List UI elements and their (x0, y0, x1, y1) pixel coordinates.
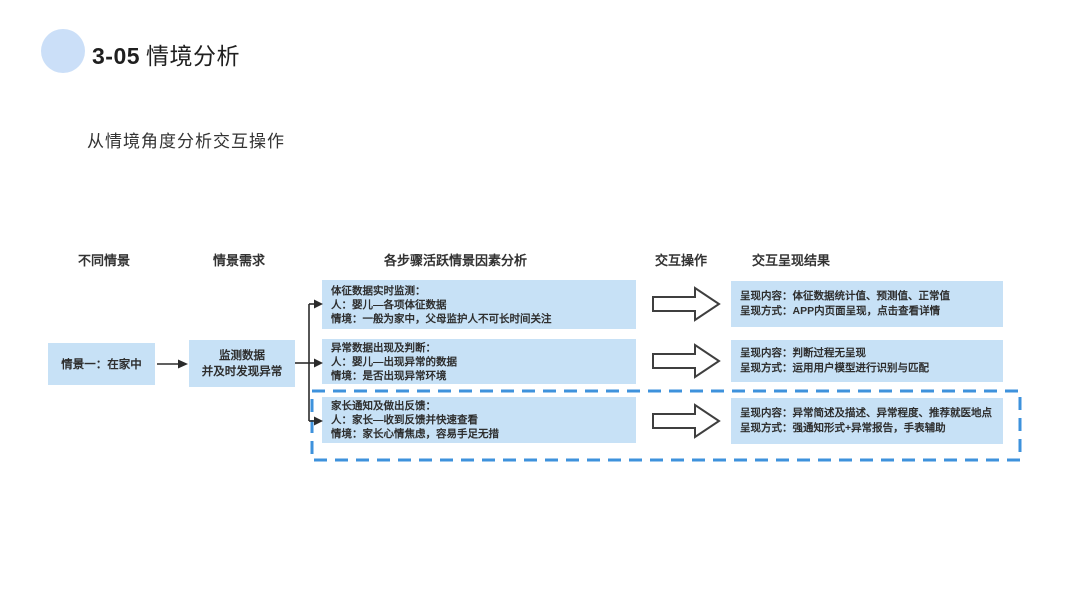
factor-box-monitoring: 体征数据实时监测： 人：婴儿—各项体征数据 情境：一般为家中，父母监护人不可长时… (322, 280, 636, 329)
need-box-line2: 并及时发现异常 (201, 365, 283, 378)
factor-box-1-context: 情境：一般为家中，父母监护人不可长时间关注 (331, 312, 552, 325)
need-box-line1: 监测数据 (219, 349, 265, 362)
scenario-box: 情景一：在家中 (48, 343, 155, 385)
result-box-judgement: 呈现内容：判断过程无呈现 呈现方式：运用用户模型进行识别与匹配 (731, 340, 1003, 382)
flow-arrow-3-icon (652, 403, 721, 439)
column-header-factors: 各步骤活跃情景因素分析 (384, 253, 528, 268)
flow-arrow-icons (652, 286, 721, 439)
arrow-scenario-to-need-icon (157, 359, 188, 369)
column-header-results: 交互呈现结果 (752, 253, 831, 268)
column-header-actions: 交互操作 (655, 253, 708, 268)
factor-box-abnormal-judgement: 异常数据出现及判断： 人：婴儿—出现异常的数据 情境：是否出现异常环境 (322, 339, 636, 384)
factor-box-3-person: 人：家长—收到反馈并快速查看 (331, 414, 478, 426)
factor-box-parent-feedback: 家长通知及做出反馈： 人：家长—收到反馈并快速查看 情境：家长心情焦虑，容易手足… (322, 397, 636, 443)
column-header-scenes: 不同情景 (78, 253, 131, 268)
result-box-3-content: 呈现内容：异常简述及描述、异常程度、推荐就医地点 (740, 407, 992, 419)
factor-box-3-title: 家长通知及做出反馈： (331, 400, 436, 412)
title-text: 情境分析 (146, 43, 241, 69)
branch-connector-icon (295, 299, 323, 426)
result-box-2-method: 呈现方式：运用用户模型进行识别与匹配 (740, 362, 929, 374)
column-header-needs: 情景需求 (213, 253, 266, 268)
flow-arrow-2-icon (652, 343, 721, 379)
factor-box-2-context: 情境：是否出现异常环境 (331, 369, 447, 382)
scenario-box-label: 情景一：在家中 (61, 359, 142, 371)
result-box-2-content: 呈现内容：判断过程无呈现 (740, 347, 866, 359)
factor-box-2-title: 异常数据出现及判断： (331, 341, 436, 354)
flow-arrow-1-icon (652, 286, 721, 322)
result-box-notification: 呈现内容：异常简述及描述、异常程度、推荐就医地点 呈现方式：强通知形式+异常报告… (731, 398, 1003, 444)
result-box-1-content: 呈现内容：体征数据统计值、预测值、正常值 (740, 290, 950, 302)
title-number: 3-05 (92, 43, 141, 69)
subtitle: 从情境角度分析交互操作 (87, 132, 285, 151)
result-box-statistics: 呈现内容：体征数据统计值、预测值、正常值 呈现方式：APP内页面呈现，点击查看详… (731, 281, 1003, 327)
title-bullet-circle-icon (41, 29, 85, 73)
factor-box-3-context: 情境：家长心情焦虑，容易手足无措 (331, 428, 499, 440)
need-box: 监测数据 并及时发现异常 (189, 340, 295, 387)
factor-box-1-title: 体征数据实时监测： (331, 284, 426, 297)
result-box-3-method: 呈现方式：强通知形式+异常报告，手表辅助 (740, 422, 946, 434)
factor-box-2-person: 人：婴儿—出现异常的数据 (331, 355, 457, 368)
factor-box-1-person: 人：婴儿—各项体征数据 (331, 298, 447, 311)
result-box-1-method: 呈现方式：APP内页面呈现，点击查看详情 (740, 305, 941, 317)
